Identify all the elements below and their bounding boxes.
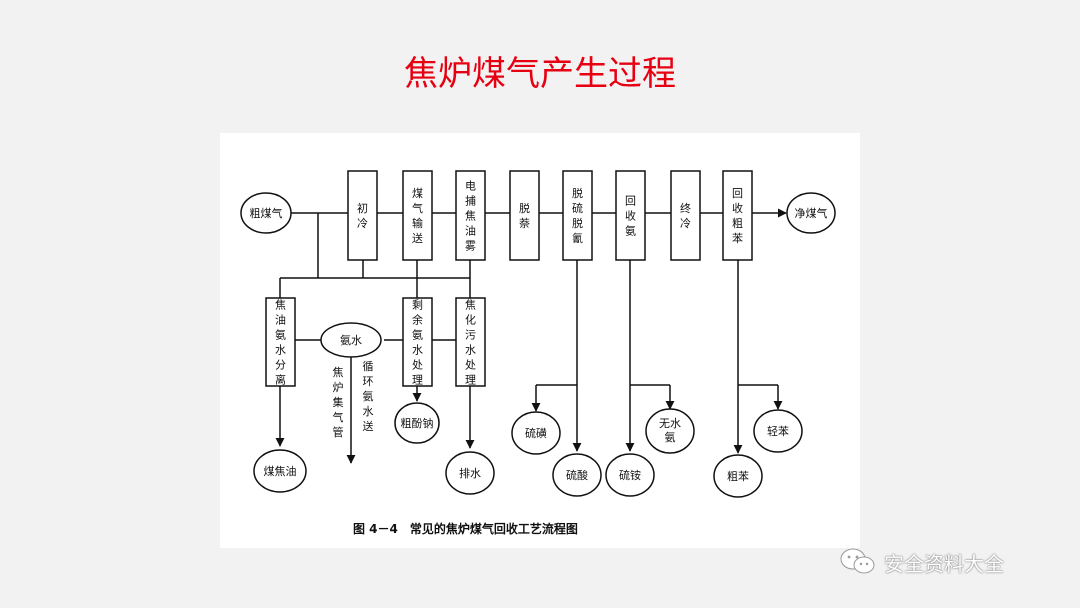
svg-text:排水: 排水: [459, 466, 481, 480]
svg-text:氨水: 氨水: [340, 334, 362, 347]
svg-text:粗酚钠: 粗酚钠: [401, 416, 434, 430]
svg-text:焦炉集气管: 焦炉集气管: [333, 366, 344, 439]
box-label: 煤气输送: [412, 187, 423, 245]
box-desulfurization-decyanation: 脱硫脱氰: [562, 170, 593, 261]
box-label: 初冷: [357, 201, 368, 230]
watermark: 安全资料大全: [838, 545, 1004, 579]
svg-text:轻苯: 轻苯: [767, 424, 789, 438]
box-label: 剩余氨水处理: [412, 299, 423, 387]
box-gas-transport: 煤气输送: [402, 170, 433, 261]
box-label: 焦油氨水分离: [275, 299, 286, 387]
node-drainage: 排水: [445, 451, 495, 495]
svg-text:煤焦油: 煤焦油: [264, 464, 297, 478]
node-clean-gas: 净煤气: [786, 192, 836, 234]
node-anhydrous-ammonia: 无水 氨: [645, 408, 695, 454]
box-ammonia-recovery: 回收氨: [615, 170, 646, 261]
svg-text:硫铵: 硫铵: [619, 468, 641, 482]
box-label: 脱硫脱氰: [572, 186, 583, 245]
box-label: 焦化污水处理: [465, 299, 476, 387]
box-naphthalene-removal: 脱萘: [509, 170, 540, 261]
label-circulating-ammonia: 循环氨水送: [363, 360, 374, 433]
node-sulfur: 硫磺: [511, 411, 561, 455]
figure-caption: 图 4－4 常见的焦炉煤气回收工艺流程图: [353, 521, 578, 536]
svg-text:硫磺: 硫磺: [525, 426, 547, 440]
label-coke-oven-gas-main: 焦炉集气管: [333, 366, 344, 439]
svg-text:净煤气: 净煤气: [795, 206, 828, 220]
svg-text:无水: 无水: [659, 417, 681, 430]
box-residual-ammonia-treatment: 剩余氨水处理: [402, 297, 433, 387]
box-benzene-recovery: 回收粗苯: [722, 170, 753, 261]
node-ammonia-water: 氨水: [320, 322, 382, 358]
box-label: 终冷: [680, 201, 691, 230]
svg-text:粗煤气: 粗煤气: [250, 206, 283, 220]
node-crude-phenol-sodium: 粗酚钠: [394, 402, 440, 444]
box-label: 脱萘: [519, 201, 530, 230]
box-tar-ammonia-separation: 焦油氨水分离: [265, 297, 296, 387]
node-sulfuric-acid: 硫酸: [552, 453, 602, 497]
svg-text:粗苯: 粗苯: [727, 469, 749, 483]
svg-text:氨: 氨: [665, 431, 676, 444]
node-crude-benzene: 粗苯: [713, 454, 763, 498]
node-ammonium-sulfate: 硫铵: [605, 453, 655, 497]
box-label: 回收粗苯: [732, 187, 743, 245]
svg-text:循环氨水送: 循环氨水送: [363, 360, 374, 433]
process-flow-diagram: 粗煤气 净煤气 初冷 煤气输送 电捕焦油雾 脱萘 脱硫脱氰 回收氨 终冷 回收粗苯 焦油氨水分…: [220, 133, 860, 548]
svg-text:硫酸: 硫酸: [566, 468, 588, 482]
node-light-benzene: 轻苯: [753, 409, 803, 453]
box-label: 回收氨: [625, 195, 636, 238]
wechat-icon: [840, 548, 875, 574]
box-primary-cooling: 初冷: [347, 170, 378, 261]
box-label: 电捕焦油雾: [465, 180, 476, 253]
box-final-cooling: 终冷: [670, 170, 701, 261]
node-crude-gas: 粗煤气: [240, 192, 292, 234]
box-electric-tar-capture: 电捕焦油雾: [455, 170, 486, 261]
page-title: 焦炉煤气产生过程: [404, 54, 676, 94]
node-coal-tar: 煤焦油: [253, 449, 307, 493]
watermark-text: 安全资料大全: [884, 551, 1004, 576]
box-coking-wastewater-treatment: 焦化污水处理: [455, 297, 486, 387]
